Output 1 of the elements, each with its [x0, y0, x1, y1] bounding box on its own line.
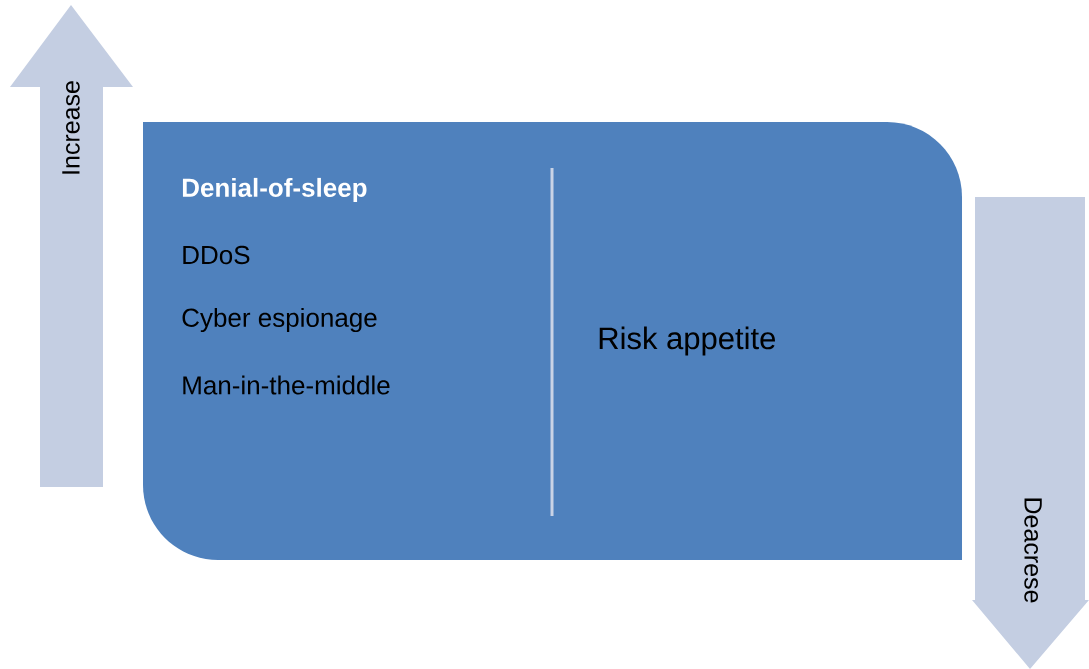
rounded-panel: Denial-of-sleep DDoS Cyber espionage Man-in-the-middle Risk appetite: [143, 122, 962, 560]
